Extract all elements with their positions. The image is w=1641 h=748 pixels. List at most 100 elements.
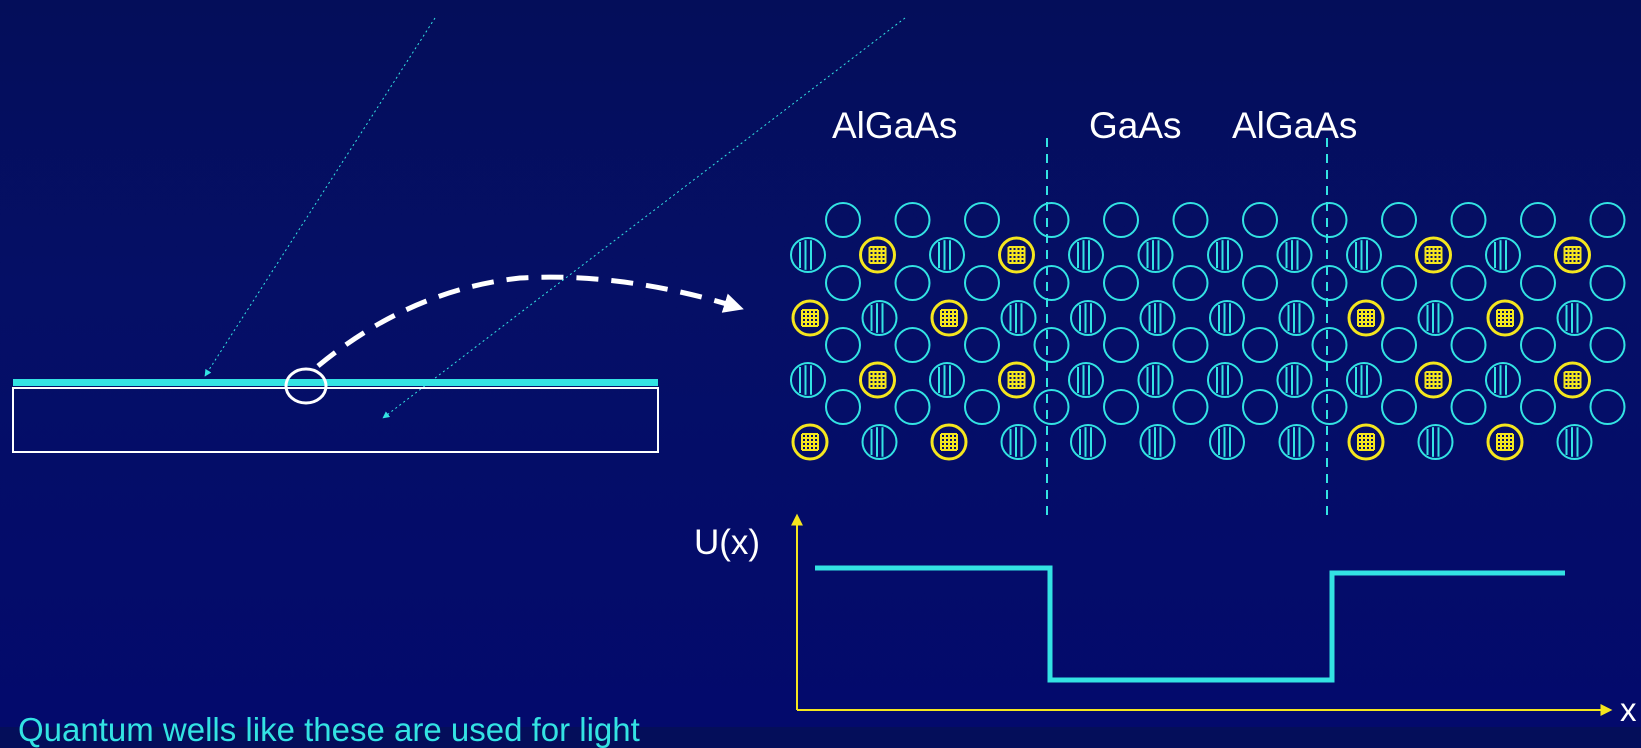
arsenic-atom [1242, 202, 1278, 238]
potential-profile [815, 565, 1565, 683]
aluminum-atom [998, 236, 1035, 274]
arsenic-atom [825, 327, 861, 363]
arsenic-atom [1520, 265, 1556, 301]
gallium-atom [1070, 300, 1106, 336]
gallium-atom [1278, 300, 1315, 336]
pointer-line-to-surface [204, 17, 436, 377]
arsenic-atom [1450, 265, 1487, 301]
arsenic-atom [1381, 202, 1417, 238]
layer-label-gaas: GaAs [1089, 105, 1182, 146]
gallium-atom [1346, 237, 1382, 273]
arsenic-atom [1450, 327, 1487, 363]
aluminum-atom [1347, 423, 1385, 461]
aluminum-atom [930, 423, 968, 461]
aluminum-atom [1415, 236, 1452, 274]
arsenic-atom [1172, 265, 1209, 301]
arsenic-atom [825, 202, 861, 238]
arsenic-atom [1589, 389, 1626, 425]
arsenic-atom [1033, 389, 1070, 425]
arsenic-atom [1242, 327, 1278, 363]
arsenic-atom [1172, 202, 1209, 238]
gallium-atom [861, 424, 898, 460]
gallium-atom [1485, 362, 1521, 398]
gallium-atom [1417, 424, 1454, 460]
arsenic-atom [825, 265, 861, 301]
aluminum-atom [998, 361, 1035, 399]
aluminum-atom [791, 299, 829, 337]
arsenic-atom [1311, 202, 1348, 238]
gallium-atom [1137, 237, 1174, 273]
gallium-atom [1278, 424, 1315, 460]
arsenic-atom [1381, 389, 1417, 425]
arsenic-atom [964, 389, 1000, 425]
arsenic-atom [1589, 327, 1626, 363]
layer-label-left-algaas: AlGaAs [832, 105, 958, 146]
gallium-atom [1346, 362, 1382, 398]
quantum-well-diagram [12, 17, 1626, 716]
gallium-atom [1000, 300, 1037, 336]
aluminum-atom [1415, 361, 1452, 399]
gallium-atom [1000, 424, 1037, 460]
caption-text: Quantum wells like these are used for li… [18, 711, 640, 748]
arsenic-atom [1103, 389, 1139, 425]
arsenic-atom [894, 265, 931, 301]
arsenic-atom [1311, 265, 1348, 301]
gallium-atom [1276, 362, 1313, 398]
gallium-atom [1276, 237, 1313, 273]
arsenic-atom [825, 389, 861, 425]
zoom-circle [284, 367, 328, 405]
gallium-atom [790, 237, 826, 273]
arsenic-atom [894, 202, 931, 238]
arsenic-atom [1381, 327, 1417, 363]
gallium-atom [929, 362, 965, 398]
arsenic-atom [1103, 202, 1139, 238]
y-axis-label: U(x) [694, 523, 761, 562]
gallium-atom [861, 300, 898, 336]
gallium-atom [1417, 300, 1454, 336]
x-axis-label: x [1620, 691, 1637, 728]
gallium-atom [1139, 300, 1176, 336]
gallium-atom [1070, 424, 1106, 460]
gallium-atom [1485, 237, 1521, 273]
atom-lattice [790, 202, 1626, 461]
arsenic-atom [1589, 265, 1626, 301]
arsenic-atom [1450, 202, 1487, 238]
arsenic-atom [1520, 389, 1556, 425]
gallium-atom [790, 362, 826, 398]
arsenic-atom [894, 389, 931, 425]
gallium-atom [929, 237, 965, 273]
gallium-atom [1556, 424, 1593, 460]
aluminum-atom [791, 423, 829, 461]
gallium-atom [1139, 424, 1176, 460]
gallium-atom [1207, 362, 1243, 398]
arsenic-atom [964, 327, 1000, 363]
aluminum-atom [1486, 299, 1524, 337]
aluminum-atom [859, 361, 896, 399]
arsenic-atom [1589, 202, 1626, 238]
gallium-atom [1068, 237, 1104, 273]
gallium-atom [1207, 237, 1243, 273]
aluminum-atom [859, 236, 896, 274]
arsenic-atom [964, 265, 1000, 301]
gallium-atom [1209, 424, 1245, 460]
arsenic-atom [1381, 265, 1417, 301]
arsenic-atom [1103, 327, 1139, 363]
substrate-block [12, 387, 659, 453]
arsenic-atom [1103, 265, 1139, 301]
aluminum-atom [1554, 361, 1591, 399]
arsenic-atom [1033, 265, 1070, 301]
quantum-well-layer [13, 379, 658, 386]
arsenic-atom [1033, 202, 1070, 238]
arsenic-atom [1172, 389, 1209, 425]
layer-label-right-algaas: AlGaAs [1232, 105, 1358, 146]
arsenic-atom [1311, 327, 1348, 363]
aluminum-atom [1554, 236, 1591, 274]
aluminum-atom [930, 299, 968, 337]
zoom-arrow [316, 274, 744, 368]
arsenic-atom [964, 202, 1000, 238]
arsenic-atom [1172, 327, 1209, 363]
arsenic-atom [1033, 327, 1070, 363]
arsenic-atom [894, 327, 931, 363]
arsenic-atom [1520, 202, 1556, 238]
arsenic-atom [1242, 265, 1278, 301]
